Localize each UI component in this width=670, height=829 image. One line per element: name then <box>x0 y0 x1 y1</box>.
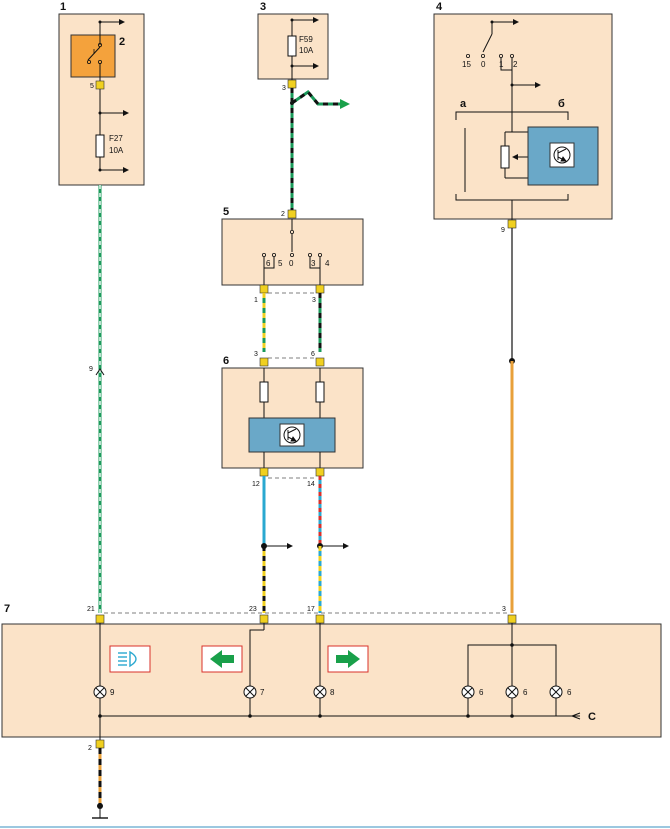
fuse-f59-name: F59 <box>299 35 313 44</box>
module-b <box>527 126 599 186</box>
wire-b6-to-b7 <box>261 476 349 613</box>
block-6: 6 3 6 12 14 <box>221 351 364 488</box>
block-7: 7 21 23 17 3 <box>1 603 662 752</box>
pin-b1-5: 5 <box>90 83 94 90</box>
fuse-f59-rating: 10A <box>299 46 314 55</box>
pin-b5-1: 1 <box>254 297 258 304</box>
pin-b6-12: 12 <box>252 481 260 488</box>
pin-b7-17: 17 <box>307 606 315 613</box>
fuse-f27-name: F27 <box>109 134 123 143</box>
switch5-pin-6: 6 <box>266 259 271 268</box>
block-4-number: 4 <box>436 1 443 13</box>
pin-b6-14: 14 <box>307 481 315 488</box>
block-3-number: 3 <box>260 1 266 13</box>
lamp-9: 9 <box>93 685 115 699</box>
pin-b7-3: 3 <box>502 606 506 613</box>
block-1-number: 1 <box>60 1 66 13</box>
wire-b5-to-b6 <box>262 293 322 352</box>
block-5: 5 2 6 5 0 3 4 1 3 <box>221 206 364 304</box>
lamp-8: 8 <box>313 685 335 699</box>
pin-b3-3: 3 <box>282 85 286 92</box>
wire-b4-to-b7 <box>509 228 515 613</box>
potentiometer <box>500 145 510 169</box>
fuse-f59: F59 10A <box>287 35 314 57</box>
wire-b1-to-b7: 9 <box>89 185 105 613</box>
switch4-pin-2: 2 <box>513 60 518 69</box>
switch5-pin-4: 4 <box>325 259 330 268</box>
switch4-pin-15: 15 <box>462 60 471 69</box>
lamp-7: 7 <box>243 685 265 699</box>
pin-b7-21: 21 <box>87 606 95 613</box>
fuse-f27-rating: 10A <box>109 146 124 155</box>
pin-b1-9: 9 <box>89 366 93 373</box>
ground-c-label: C <box>588 711 596 723</box>
lamp-7-label: 7 <box>260 688 265 697</box>
green-arrow-icon <box>340 99 350 109</box>
block-4: 4 15 0 1 2 а б <box>433 1 613 234</box>
pin-b6-6: 6 <box>311 351 315 358</box>
headlight-icon <box>109 645 151 673</box>
ground-wire <box>92 748 108 819</box>
lamp-6a-label: 6 <box>479 688 484 697</box>
turn-left-icon <box>201 645 243 673</box>
pin-b7-2: 2 <box>88 745 92 752</box>
lamp-9-label: 9 <box>110 688 115 697</box>
lamp-6a: 6 <box>461 685 484 699</box>
part-a-label: а <box>460 98 467 110</box>
switch5-pin-3: 3 <box>311 259 316 268</box>
relay-2-number: 2 <box>119 36 125 48</box>
pin-b4-9: 9 <box>501 227 505 234</box>
pin-b5-3: 3 <box>312 297 316 304</box>
lamp-6b-label: 6 <box>523 688 528 697</box>
turn-right-icon <box>327 645 369 673</box>
block-1: 1 2 F27 10A 5 <box>58 1 145 186</box>
wire-b3-to-b5 <box>290 88 350 210</box>
switch4-pin-0: 0 <box>481 60 486 69</box>
lamp-8-label: 8 <box>330 688 335 697</box>
relay-2: 2 <box>70 22 125 78</box>
module-6 <box>248 417 336 453</box>
block-6-number: 6 <box>223 355 229 367</box>
switch5-pin-5: 5 <box>278 259 283 268</box>
lamp-6c-label: 6 <box>567 688 572 697</box>
fuse-f27: F27 10A <box>95 134 124 158</box>
pin-b7-23: 23 <box>249 606 257 613</box>
block-5-number: 5 <box>223 206 229 218</box>
part-b-label: б <box>558 98 565 110</box>
switch5-pin-0: 0 <box>289 259 294 268</box>
block-3: 3 F59 10A 3 <box>257 1 329 92</box>
pin-b6-3: 3 <box>254 351 258 358</box>
pin-b5-2: 2 <box>281 211 285 218</box>
block-7-number: 7 <box>4 603 10 615</box>
